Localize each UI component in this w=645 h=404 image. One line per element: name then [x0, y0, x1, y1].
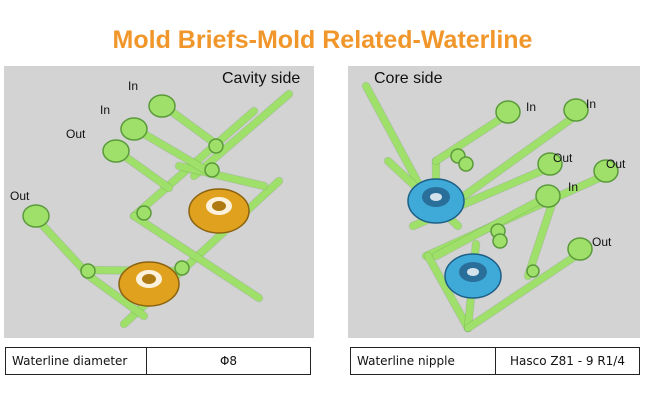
- waterline-diameter-table: Waterline diameter Φ8: [5, 347, 311, 375]
- pipe-elbows: [450, 148, 540, 278]
- callout-out-2: Out: [10, 189, 30, 203]
- core-insert-lower: [444, 253, 502, 299]
- core-insert-upper: [407, 178, 465, 224]
- cavity-insert-upper: [188, 188, 250, 234]
- waterline-diameter-value: Φ8: [146, 347, 311, 375]
- cavity-waterline-render: In In Out Out: [4, 66, 314, 338]
- waterline-nipple-value: Hasco Z81 - 9 R1/4: [495, 347, 640, 375]
- waterline-nipple-table: Waterline nipple Hasco Z81 - 9 R1/4: [350, 347, 640, 375]
- callout-in-2: In: [586, 97, 596, 111]
- callout-out-3: Out: [592, 235, 612, 249]
- pipe-elbows: [80, 138, 224, 279]
- core-side-panel: In In Out Out In Out Core side: [348, 66, 640, 338]
- page-title: Mold Briefs-Mold Related-Waterline: [112, 26, 533, 54]
- cavity-insert-lower: [118, 261, 180, 307]
- waterline-nipple-label: Waterline nipple: [350, 347, 496, 375]
- waterline-nipples: [22, 94, 176, 228]
- callout-out-1: Out: [66, 127, 86, 141]
- callout-in-3: In: [568, 180, 578, 194]
- cavity-side-panel: In In Out Out Cavity side: [4, 66, 314, 338]
- callout-in-2: In: [100, 103, 110, 117]
- panel-background: [348, 66, 640, 338]
- callout-out-1: Out: [553, 151, 573, 165]
- callout-in-1: In: [128, 79, 138, 93]
- callout-out-2: Out: [606, 157, 626, 171]
- waterline-nipples: [495, 98, 619, 261]
- cavity-side-heading: Cavity side: [222, 70, 301, 87]
- core-waterline-render: In In Out Out In Out: [348, 66, 640, 338]
- core-side-heading: Core side: [374, 70, 443, 87]
- callout-in-1: In: [526, 100, 536, 114]
- waterline-diameter-label: Waterline diameter: [5, 347, 147, 375]
